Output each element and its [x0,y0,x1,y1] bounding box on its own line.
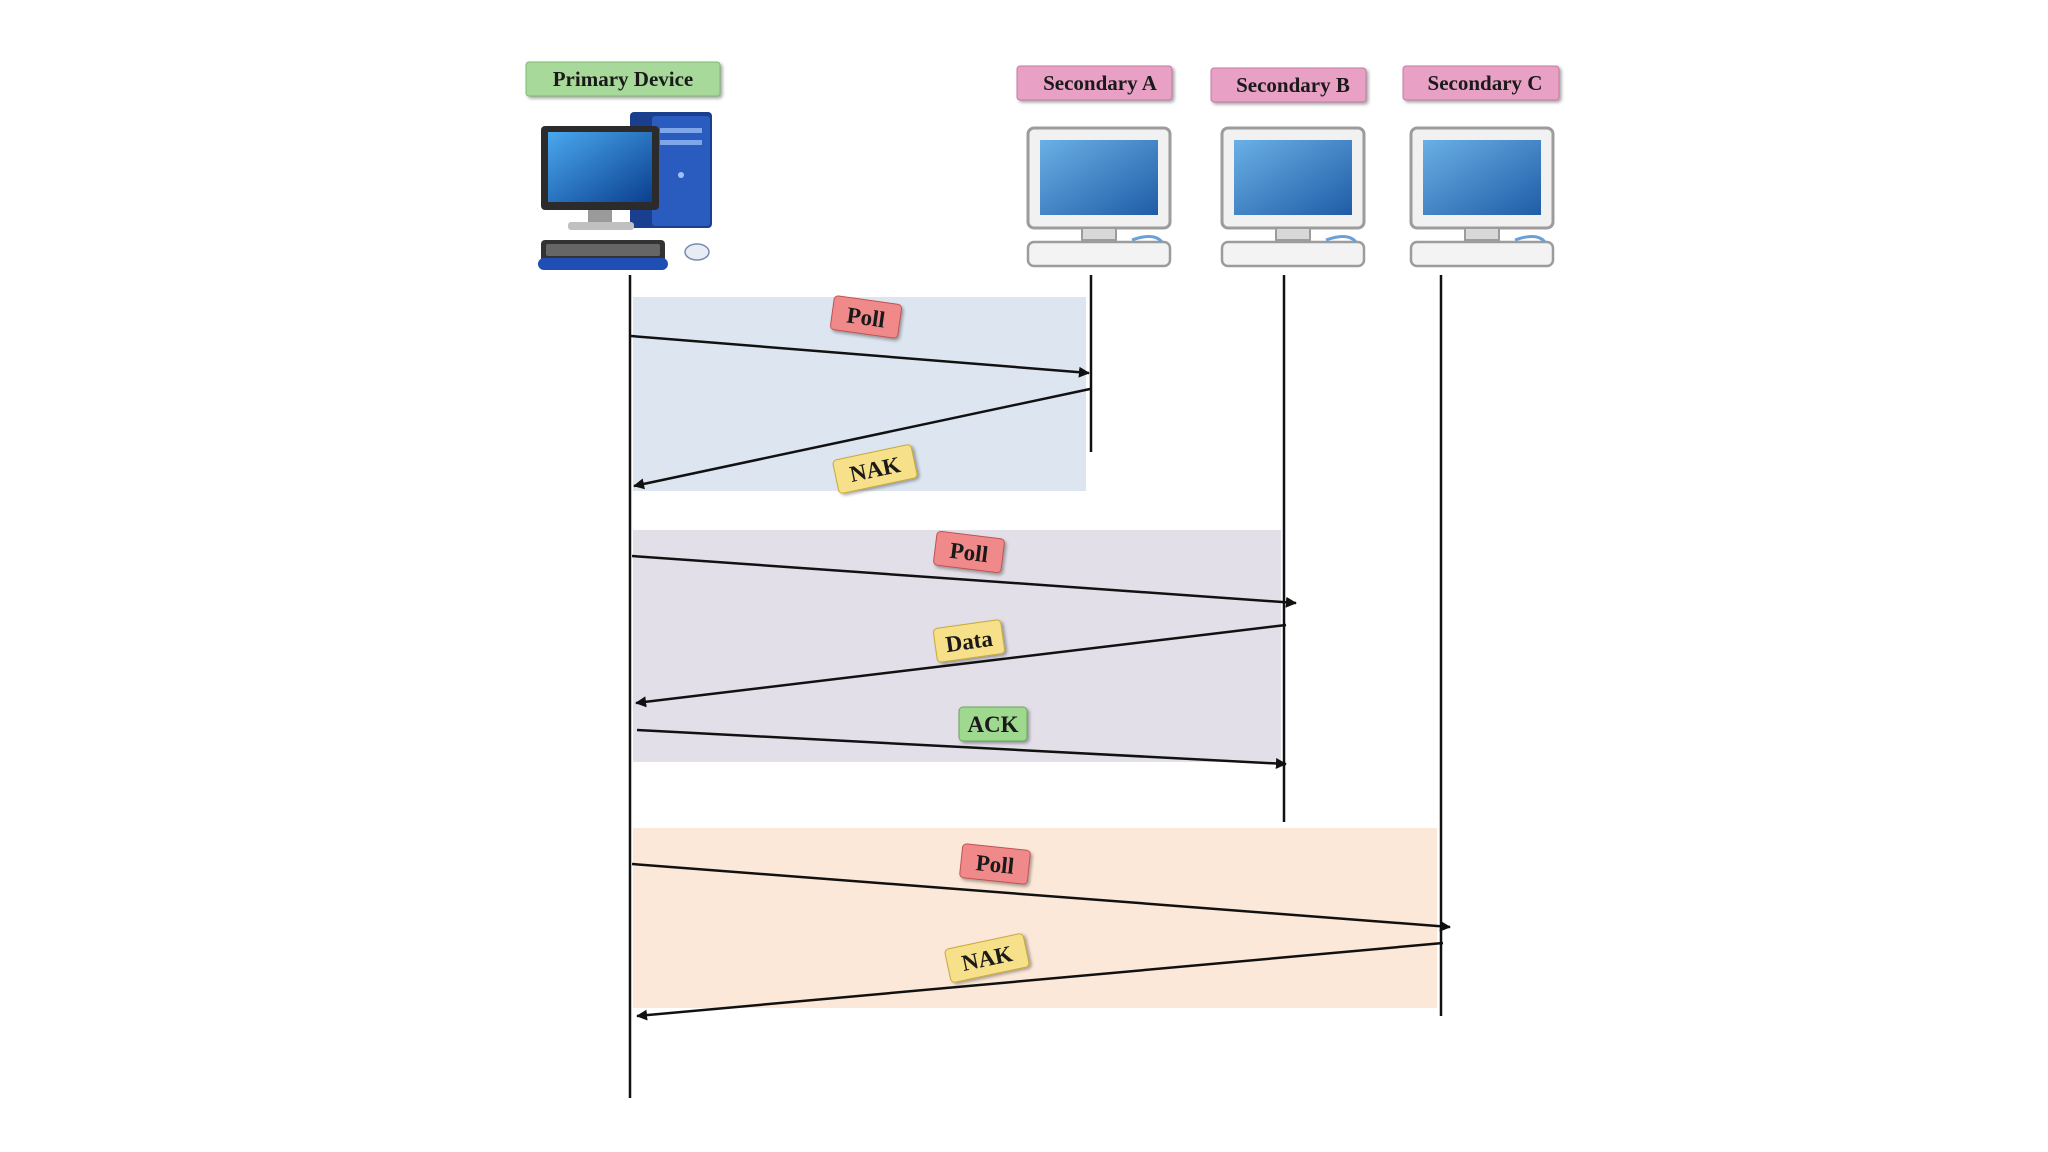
tag-bg-2-1 [944,933,1030,983]
secondary-a-tag [1016,65,1173,101]
monitor-icon [1026,126,1172,268]
tag-bg-1-0 [933,530,1005,574]
secondary-c-header: Secondary C [1402,65,1560,101]
message-tag-ack-b: ACK [958,706,1028,742]
secondary-b-label: Secondary B [1236,73,1350,97]
message-label-poll-a: Poll [845,302,886,332]
monitor-icon [1220,126,1366,268]
message-label-poll-c: Poll [975,850,1016,879]
tag-bg-0-0 [829,295,903,339]
message-tag-poll-b: Poll [933,530,1005,574]
tag-bg-1-1 [932,619,1006,663]
secondary-c-label: Secondary C [1428,71,1543,95]
secondary-a-header: Secondary A [1016,65,1173,101]
secondary-b-header: Secondary B [1210,67,1367,103]
message-label-poll-b: Poll [948,538,989,567]
exchange-band-c [633,828,1437,1008]
arrow-poll-a [630,334,1090,378]
message-tag-poll-c: Poll [959,843,1031,885]
message-tag-nak-c: NAK [944,933,1030,983]
secondary-devices: Secondary A Secondary B Secondary C [1016,65,1560,268]
primary-device-label: Primary Device [553,67,694,91]
arrow-nak-a [633,387,1091,490]
tag-bg-2-0 [959,843,1031,885]
secondary-b-tag [1210,67,1367,103]
message-tag-nak-a: NAK [832,444,918,494]
tag-bg-0-1 [832,444,918,494]
secondary-c-tag [1402,65,1560,101]
message-label-ack-b: ACK [967,712,1018,737]
lifelines [628,275,1443,1098]
monitor-icon [1409,126,1555,268]
primary-device-header: Primary Device [525,61,721,97]
primary-device-tag [525,61,721,97]
message-tag-poll-a: Poll [829,295,903,339]
secondary-a-label: Secondary A [1043,71,1158,95]
arrow-nak-c [636,941,1444,1021]
message-arrows [630,334,1451,1021]
arrow-poll-b [631,554,1297,608]
message-tags: Poll NAK Poll Data ACK Poll NAK [829,295,1031,983]
arrow-ack-b [636,728,1287,769]
arrow-data-b [635,623,1287,708]
message-tag-data-b: Data [932,619,1006,663]
desktop-computer-icon [538,112,712,270]
arrow-poll-c [631,862,1451,932]
exchange-bands [633,297,1437,1008]
tag-bg-1-2 [958,706,1028,742]
